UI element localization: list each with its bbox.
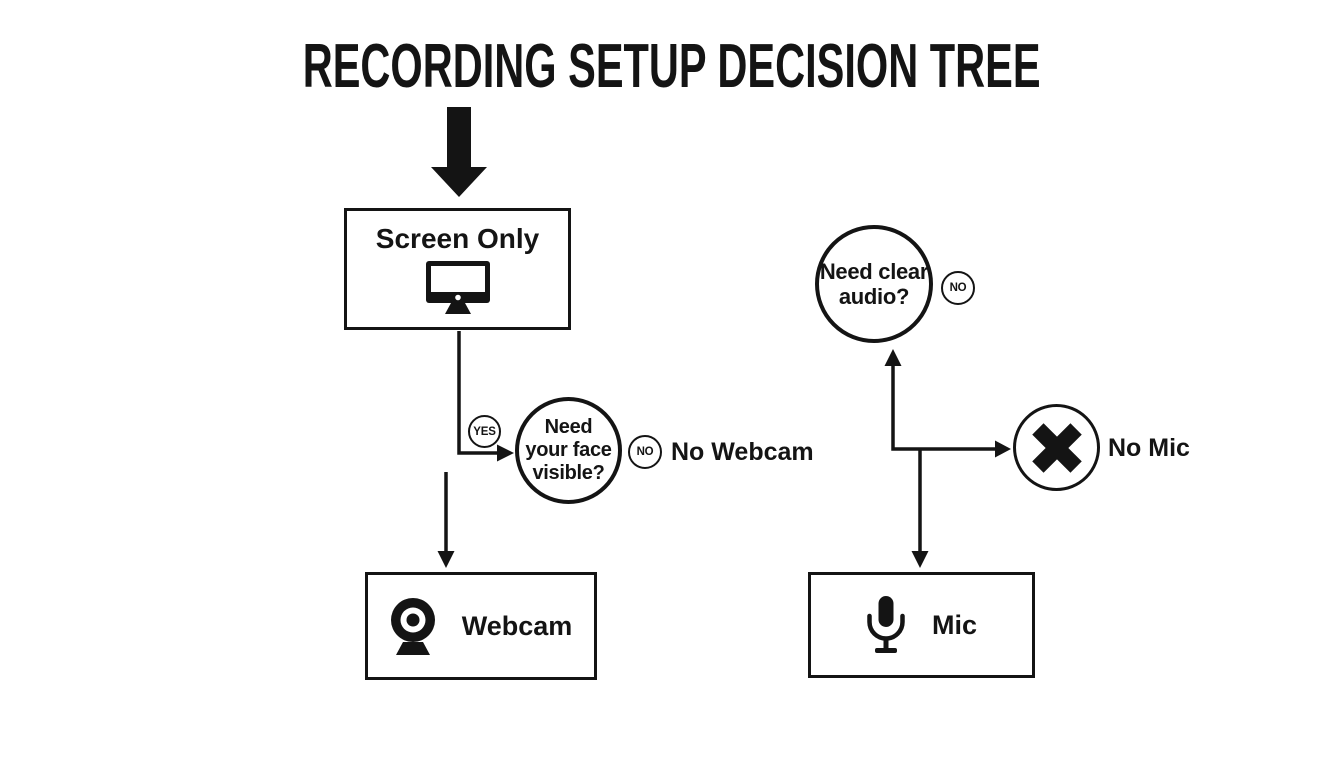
big-down-arrow-icon bbox=[431, 107, 487, 197]
no-mic-circle bbox=[1013, 404, 1100, 491]
arrowhead-to-face-circle bbox=[497, 444, 514, 462]
no-badge-audio: NO bbox=[941, 271, 975, 305]
audio-decision-line-2: audio? bbox=[838, 284, 910, 309]
screen-only-box: Screen Only bbox=[344, 208, 571, 330]
mic-icon bbox=[867, 596, 905, 653]
face-decision-line-1: Need bbox=[544, 416, 593, 438]
arrowhead-to-mic-box bbox=[911, 551, 929, 568]
audio-decision-circle: Need clear audio? bbox=[815, 225, 933, 343]
webcam-box: Webcam bbox=[365, 572, 597, 680]
webcam-icon bbox=[390, 598, 435, 655]
arrowhead-to-x-circle bbox=[995, 440, 1011, 458]
face-decision-line-2: your face bbox=[525, 439, 612, 461]
no-badge-face: NO bbox=[628, 435, 662, 469]
face-decision-circle: Need your face visible? bbox=[515, 397, 622, 504]
yes-badge: YES bbox=[468, 415, 501, 448]
no-mic-label: No Mic bbox=[1108, 434, 1190, 462]
screen-only-label: Screen Only bbox=[375, 223, 540, 254]
page-title: RECORDING SETUP DECISION TREE bbox=[0, 36, 1344, 98]
audio-decision-line-1: Need clear bbox=[819, 258, 929, 284]
monitor-icon bbox=[425, 261, 490, 314]
yes-badge-label: YES bbox=[473, 425, 496, 438]
connector-junction-up-and-right bbox=[891, 365, 995, 451]
no-badge-face-label: NO bbox=[636, 446, 654, 458]
arrowhead-to-webcam-box bbox=[437, 551, 455, 568]
x-icon bbox=[1031, 422, 1082, 473]
no-badge-audio-label: NO bbox=[949, 282, 967, 294]
mic-label: Mic bbox=[931, 609, 977, 640]
no-webcam-label: No Webcam bbox=[671, 438, 814, 466]
mic-box: Mic bbox=[808, 572, 1035, 678]
arrowhead-to-audio-circle bbox=[884, 349, 902, 366]
webcam-label: Webcam bbox=[461, 610, 573, 641]
page-title-text: RECORDING SETUP DECISION TREE bbox=[303, 32, 1041, 101]
face-decision-line-3: visible? bbox=[532, 462, 605, 484]
